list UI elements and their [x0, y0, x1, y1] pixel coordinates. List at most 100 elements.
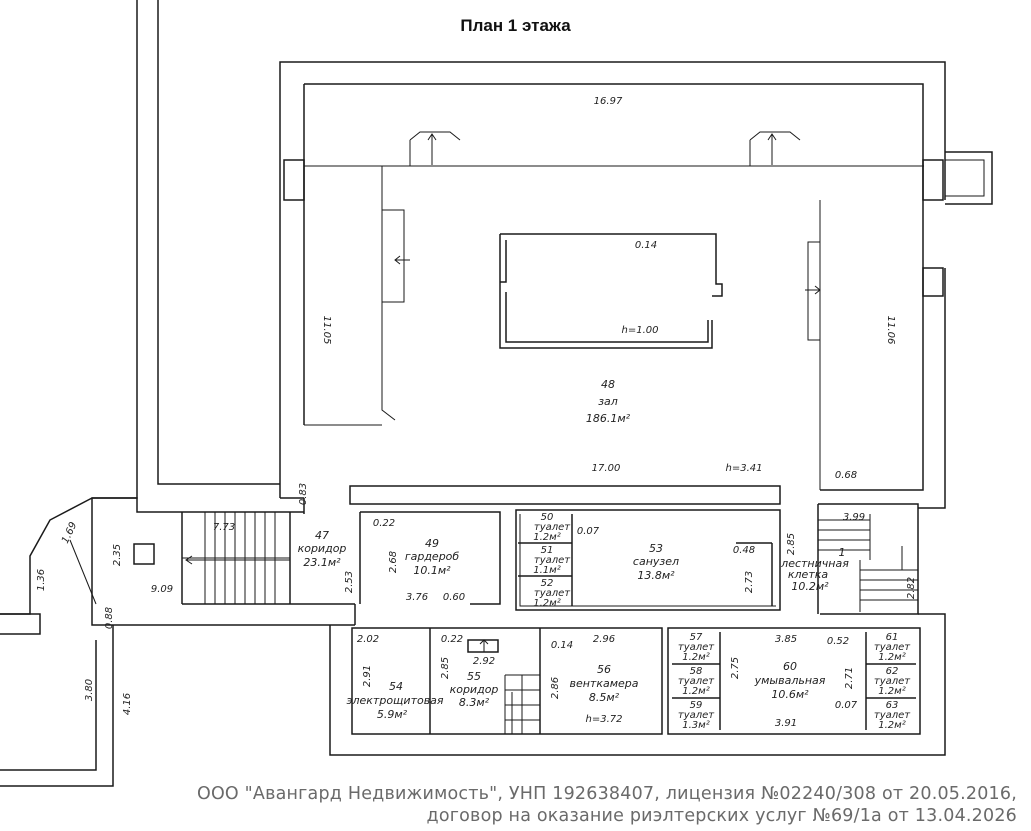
- dim: 2.91: [362, 665, 373, 687]
- dim: 2.02: [357, 634, 379, 645]
- room-57-name: туалет: [678, 642, 715, 653]
- footer-line-2: договор на оказание риэлтерских услуг №6…: [426, 806, 1017, 826]
- dim: 2.71: [844, 667, 855, 689]
- room-57-num: 57: [690, 632, 703, 643]
- room-51-area: 1.1м²: [533, 565, 560, 576]
- walls: [0, 0, 993, 787]
- dim: 2.68: [388, 551, 399, 573]
- dim: 2.96: [593, 634, 615, 645]
- dim: 0.68: [835, 470, 857, 481]
- dim: 2.85: [440, 657, 451, 679]
- room-59-name: туалет: [678, 710, 715, 721]
- room-56-name: венткамера: [569, 677, 638, 690]
- room-51-num: 51: [541, 545, 554, 556]
- dimension-labels: 16.97 11.05 11.06 0.14 h=1.00 17.00 h=3.…: [36, 96, 917, 729]
- dim: 0.14: [551, 640, 573, 651]
- dim: 0.88: [104, 607, 115, 629]
- room-60-name: умывальная: [754, 674, 826, 687]
- dim: 0.52: [827, 636, 849, 647]
- dim: 2.92: [473, 656, 495, 667]
- room-55-num: 55: [467, 670, 481, 683]
- dim: 2.53: [344, 571, 355, 593]
- dim: 3.85: [775, 634, 797, 645]
- dim: 3.76: [406, 592, 428, 603]
- room-61-num: 61: [886, 632, 899, 643]
- room-50-area: 1.2м²: [533, 532, 560, 543]
- dim: 2.75: [730, 657, 741, 679]
- room-63-area: 1.2м²: [878, 720, 905, 731]
- dim: 3.80: [84, 679, 95, 701]
- room-60-area: 10.6м²: [771, 688, 809, 701]
- room-1-name: лестничная: [780, 557, 849, 570]
- room-54-name: электрощитовая: [346, 694, 443, 707]
- dim: 0.60: [443, 592, 465, 603]
- room-50-num: 50: [541, 512, 554, 523]
- room-61-name: туалет: [874, 642, 911, 653]
- room-49-num: 49: [425, 537, 439, 550]
- room-56-num: 56: [597, 663, 611, 676]
- room-51-name: туалет: [534, 555, 571, 566]
- dim: 0.83: [298, 483, 309, 505]
- room-1-name2: клетка: [788, 568, 828, 581]
- room-54-num: 54: [389, 680, 403, 693]
- room-53-num: 53: [649, 542, 663, 555]
- dim: 0.07: [835, 700, 858, 711]
- room-57-area: 1.2м²: [682, 652, 709, 663]
- room-labels: 48 зал 186.1м² 47 коридор 23.1м² 49 гард…: [298, 378, 912, 731]
- room-63-name: туалет: [874, 710, 911, 721]
- room-62-name: туалет: [874, 676, 911, 687]
- dim: 11.06: [885, 316, 896, 345]
- room-48-area: 186.1м²: [586, 412, 631, 425]
- arrows: [69, 133, 903, 734]
- dim: 4.16: [122, 693, 133, 715]
- dim: 7.73: [213, 522, 235, 533]
- footer-line-1: ООО "Авангард Недвижимость", УНП 1926384…: [196, 784, 1017, 804]
- room-61-area: 1.2м²: [878, 652, 905, 663]
- dim: 16.97: [594, 96, 623, 107]
- room-60-num: 60: [783, 660, 797, 673]
- dim: h=3.72: [586, 714, 623, 725]
- room-52-name: туалет: [534, 588, 571, 599]
- dim: 2.35: [112, 544, 123, 566]
- room-59-area: 1.3м²: [682, 720, 709, 731]
- room-63-num: 63: [886, 700, 899, 711]
- dim: 0.22: [373, 518, 395, 529]
- room-58-num: 58: [690, 666, 703, 677]
- room-62-area: 1.2м²: [878, 686, 905, 697]
- room-58-name: туалет: [678, 676, 715, 687]
- dim: 0.14: [635, 240, 657, 251]
- dim: h=1.00: [622, 325, 659, 336]
- dim: 17.00: [592, 463, 621, 474]
- room-47-num: 47: [315, 529, 329, 542]
- room-49-name: гардероб: [405, 550, 460, 563]
- dim: 2.86: [550, 677, 561, 699]
- dim: 0.07: [577, 526, 600, 537]
- dim: 9.09: [151, 584, 173, 595]
- room-53-area: 13.8м²: [637, 569, 675, 582]
- room-52-num: 52: [541, 578, 554, 589]
- dim: 3.99: [843, 512, 865, 523]
- room-50-name: туалет: [534, 522, 571, 533]
- room-49-area: 10.1м²: [413, 564, 451, 577]
- dim: 0.22: [441, 634, 463, 645]
- dim: 2.73: [744, 571, 755, 593]
- dim: 11.05: [321, 316, 332, 345]
- dim: 0.48: [733, 545, 755, 556]
- room-48-num: 48: [601, 378, 615, 391]
- dim: h=3.41: [726, 463, 763, 474]
- room-62-num: 62: [886, 666, 899, 677]
- dim: 1.69: [60, 521, 79, 546]
- room-58-area: 1.2м²: [682, 686, 709, 697]
- room-52-area: 1.2м²: [533, 598, 560, 609]
- room-56-area: 8.5м²: [589, 691, 620, 704]
- dim: 2.85: [786, 533, 797, 555]
- room-47-name: коридор: [298, 542, 347, 555]
- room-1-area: 10.2м²: [791, 580, 829, 593]
- room-54-area: 5.9м²: [377, 708, 408, 721]
- room-48-name: зал: [598, 395, 618, 408]
- room-59-num: 59: [690, 700, 703, 711]
- dim: 2.82: [906, 577, 917, 599]
- room-55-area: 8.3м²: [459, 696, 490, 709]
- dim: 1.36: [36, 569, 47, 591]
